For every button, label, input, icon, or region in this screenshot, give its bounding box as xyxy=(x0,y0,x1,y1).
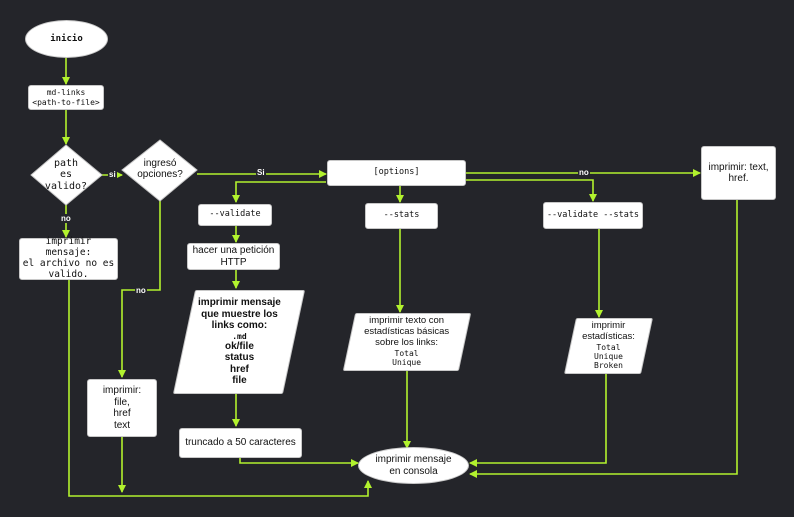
edge-label-no-2: no xyxy=(135,286,147,295)
edge-options-validate xyxy=(232,181,326,203)
peticion-node: hacer una petición HTTP xyxy=(187,243,280,270)
error-line-3: valido. xyxy=(48,268,89,280)
validate-stats-label: --validate --stats xyxy=(546,209,640,220)
consola-node: imprimir mensaje en consola xyxy=(358,447,469,484)
print-file-node: imprimir: file, href text xyxy=(87,379,157,437)
print-links-node: imprimir mensaje que muestre los links c… xyxy=(172,290,306,394)
validate-stats-node: --validate --stats xyxy=(543,202,643,229)
print-links-line-6: status xyxy=(224,352,254,364)
mdlinks-line-1: md-links xyxy=(46,88,86,98)
edge-truncado-consola xyxy=(239,458,359,467)
start-node: inicio xyxy=(25,20,108,58)
estadisticas-content: imprimir estadísticas: Total Unique Brok… xyxy=(582,320,635,371)
peticion-line-2: HTTP xyxy=(220,256,247,268)
stats-node: --stats xyxy=(365,203,438,229)
print-file-line-2: file, xyxy=(114,396,130,408)
path-valid-line-2: es xyxy=(59,169,73,181)
print-links-content: imprimir mensaje que muestre los links c… xyxy=(198,297,281,387)
estadisticas-line-5: Broken xyxy=(594,361,623,371)
path-valid-line-3: valido? xyxy=(44,180,88,192)
stats-text-content: imprimir texto con estadísticas básicas … xyxy=(364,315,449,368)
ingreso-line-1: ingresó xyxy=(143,157,177,169)
edge-label-no-3: no xyxy=(578,168,590,177)
error-node: imprimir mensaje: el archivo no es valid… xyxy=(19,236,118,280)
validate-label: --validate xyxy=(209,209,261,220)
edge-label-no-1: no xyxy=(60,214,72,223)
ingreso-decision xyxy=(121,139,198,202)
edge-label-si-1: si xyxy=(108,170,117,179)
print-text-href-node: imprimir: text, href. xyxy=(701,146,776,200)
print-file-line-1: imprimir: xyxy=(102,385,142,396)
path-valid-line-1: path xyxy=(53,157,79,169)
estadisticas-node: imprimir estadísticas: Total Unique Brok… xyxy=(564,318,653,374)
mdlinks-node: md-links <path-to-file> xyxy=(28,85,104,110)
print-file-line-3: href xyxy=(113,408,131,419)
estadisticas-line-3: Total xyxy=(596,343,621,353)
error-line-2: el archivo no es xyxy=(22,258,115,269)
print-text-href-line-1: imprimir: text, xyxy=(708,161,769,173)
validate-node: --validate xyxy=(198,204,272,226)
truncado-label: truncado a 50 caracteres xyxy=(185,437,296,449)
print-file-line-4: text xyxy=(113,419,131,431)
print-links-line-1: imprimir mensaje xyxy=(197,297,281,309)
options-label: [options] xyxy=(373,167,420,178)
print-links-line-8: file xyxy=(231,375,247,387)
consola-line-1: imprimir mensaje xyxy=(375,454,452,465)
options-node: [options] xyxy=(327,160,466,186)
peticion-line-1: hacer una petición xyxy=(192,245,275,256)
stats-label: --stats xyxy=(383,210,420,221)
edge-label-si-2: Si xyxy=(256,168,266,177)
edge-printtext-consola xyxy=(469,200,738,478)
print-links-line-5: ok/file xyxy=(224,340,254,352)
estadisticas-line-2: estadísticas: xyxy=(582,331,635,343)
edge-error-consola xyxy=(68,280,372,497)
truncado-node: truncado a 50 caracteres xyxy=(179,428,302,458)
ingreso-line-2: opciones? xyxy=(137,169,183,180)
print-links-line-3: links como: xyxy=(211,320,267,332)
print-text-href-line-2: href. xyxy=(728,173,749,184)
estadisticas-line-4: Unique xyxy=(594,352,623,362)
edge-options-valstats xyxy=(466,179,597,202)
mdlinks-line-2: <path-to-file> xyxy=(32,97,100,107)
print-links-line-7: href xyxy=(229,363,249,375)
consola-line-2: en consola xyxy=(389,465,438,477)
print-links-line-4: .md xyxy=(231,331,247,341)
error-line-1: imprimir mensaje: xyxy=(45,236,92,259)
path-valid-decision xyxy=(30,144,103,206)
path-valid-text: path es valido? xyxy=(41,152,91,198)
stats-text-line-3: sobre los links: xyxy=(375,337,439,349)
stats-text-line-5: Unique xyxy=(392,358,422,368)
start-label: inicio xyxy=(50,33,83,44)
stats-text-node: imprimir texto con estadísticas básicas … xyxy=(342,313,472,371)
ingreso-text: ingresó opciones? xyxy=(130,152,190,186)
edge-estad-consola xyxy=(469,374,607,467)
print-links-line-2: que muestre los xyxy=(200,308,278,320)
